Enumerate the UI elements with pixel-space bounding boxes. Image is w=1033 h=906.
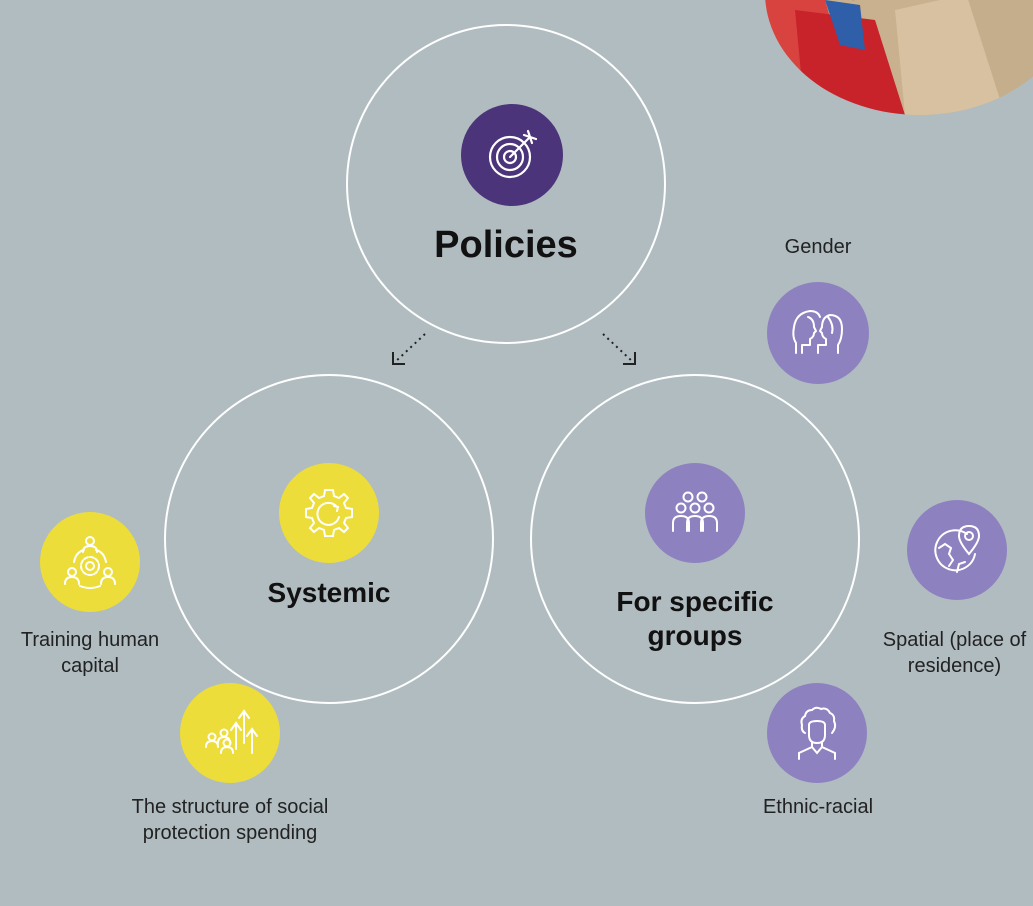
gender-label: Gender	[784, 236, 852, 258]
gear-cycle-icon	[279, 463, 379, 563]
training-human-capital-label: Training human capital	[20, 629, 160, 677]
people-growth-arrows-icon	[180, 683, 280, 783]
arrow-to-systemic	[392, 333, 426, 365]
globe-pin-icon	[907, 500, 1007, 600]
spatial-label: Spatial (place of residence)	[882, 629, 1027, 677]
people-gear-icon	[40, 512, 140, 612]
policies-circle	[346, 24, 666, 344]
target-arrow-icon	[461, 104, 563, 206]
systemic-circle	[164, 374, 494, 704]
social-protection-spending-label: The structure of social protection spend…	[131, 796, 329, 844]
specific-groups-circle	[530, 374, 860, 704]
male-female-faces-icon	[767, 282, 869, 384]
systemic-title: Systemic	[267, 577, 391, 608]
group-people-icon	[645, 463, 745, 563]
policies-title: Policies	[434, 224, 578, 266]
ethnic-racial-label: Ethnic-racial	[762, 796, 874, 818]
arrow-to-groups	[602, 333, 636, 365]
person-curly-hair-icon	[767, 683, 867, 783]
photo-people	[765, 0, 1033, 115]
specific-groups-title: For specific groups	[616, 586, 774, 651]
